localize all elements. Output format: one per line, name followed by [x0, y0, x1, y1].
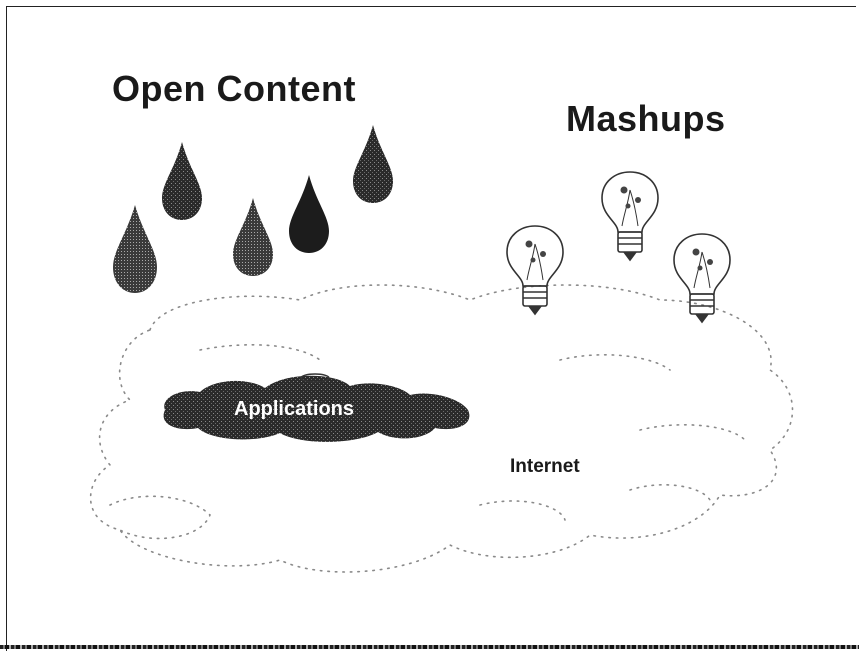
- frame-border-top: [6, 6, 856, 7]
- open-content-title: Open Content: [112, 68, 356, 109]
- lightbulb-icon: [601, 171, 659, 262]
- raindrop-icon: [113, 205, 157, 293]
- applications-cloud: [163, 373, 470, 442]
- frame-border-left: [6, 6, 7, 651]
- frame-border-bottom: [0, 645, 859, 649]
- applications-label: Applications: [234, 398, 355, 420]
- raindrop-icon: [162, 142, 202, 220]
- raindrop-icon: [353, 125, 393, 203]
- mashups-title: Mashups: [566, 98, 726, 139]
- lightbulb-icon: [673, 233, 731, 324]
- raindrop-icon: [233, 198, 273, 276]
- lightbulb-icon: [506, 225, 564, 316]
- raindrop-icon: [289, 175, 329, 253]
- internet-cloud: [89, 284, 794, 573]
- internet-label: Internet: [510, 456, 580, 477]
